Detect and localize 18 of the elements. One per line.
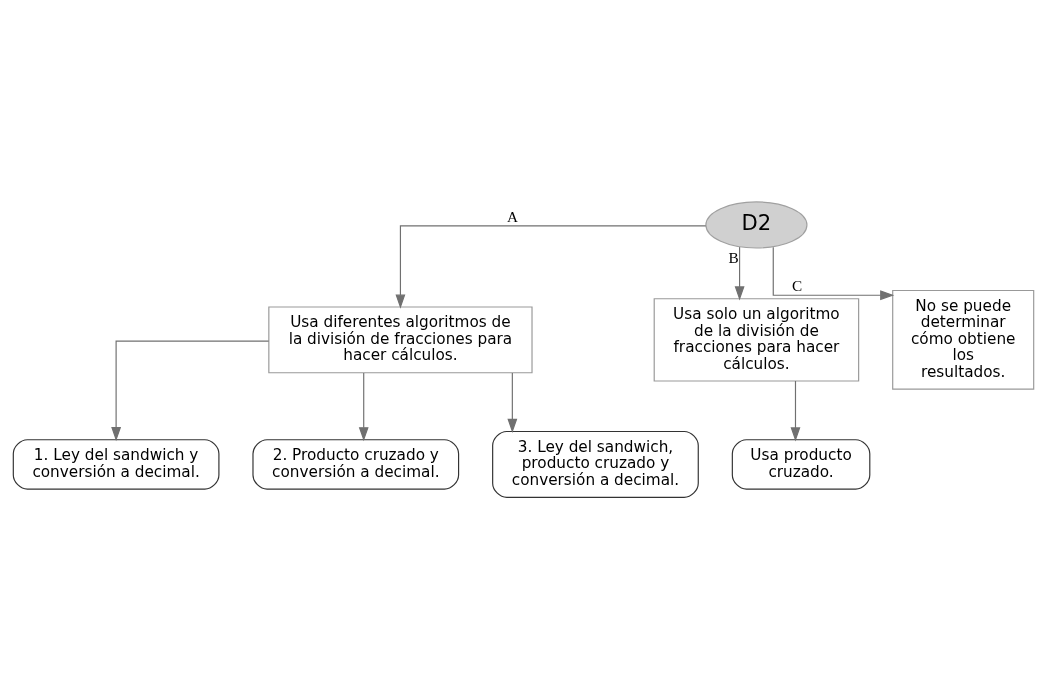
node-box: Usa solo un algoritmo de la división de fracciones para hacer cálculos.	[653, 297, 860, 382]
edge-label: C	[792, 276, 803, 294]
arrow	[111, 339, 270, 441]
arrow	[395, 224, 707, 309]
arrow	[358, 371, 369, 441]
node-box: Usa producto cruzado.	[731, 438, 871, 490]
node-box: 3. Ley del sandwich, producto cruzado y conversión a decimal.	[492, 430, 699, 498]
arrow	[790, 379, 801, 441]
edge-label: B	[728, 248, 739, 266]
node-box: 2. Producto cruzado y conversión a decimal.	[252, 438, 460, 490]
node-box: No se puede determinar cómo obtiene los resultados.	[892, 289, 1035, 390]
node-box: Usa diferentes algoritmos de la división de fracciones para hacer cálculos.	[268, 305, 533, 373]
node-ellipse: D2	[705, 200, 808, 249]
node-box: 1. Ley del sandwich y conversión a decimal.	[12, 438, 220, 490]
edge-label: A	[507, 207, 519, 225]
arrow	[734, 246, 745, 300]
arrow	[507, 371, 518, 433]
arrow	[772, 246, 895, 300]
